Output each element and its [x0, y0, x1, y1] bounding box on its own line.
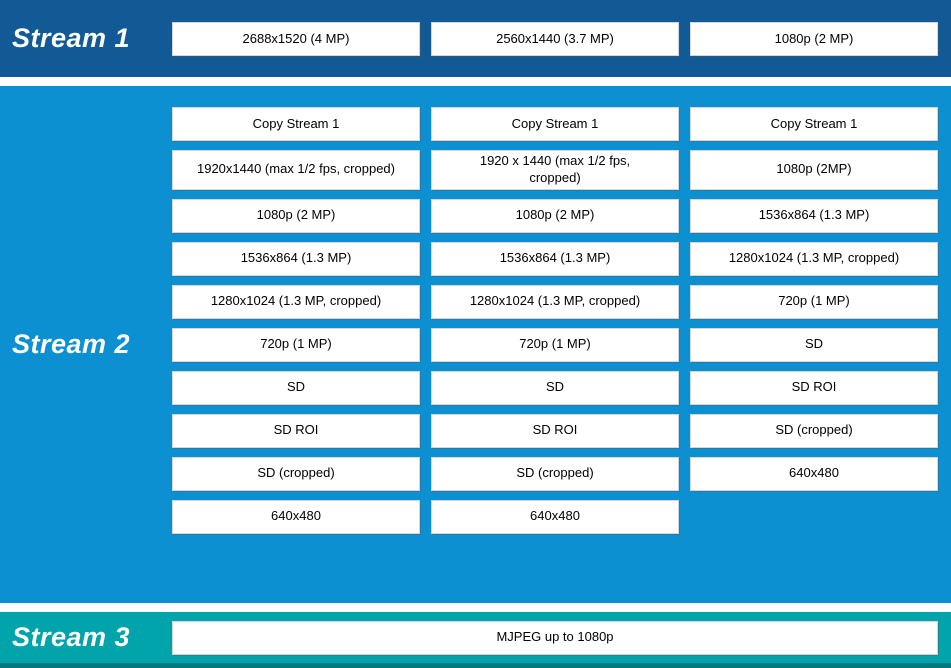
resolution-box: 1080p (2MP): [690, 150, 938, 190]
stream3-band: Stream 3 MJPEG up to 1080p: [0, 612, 951, 668]
stream2-options: Copy Stream 1 1920x1440 (max 1/2 fps, cr…: [172, 107, 938, 603]
resolution-box: SD ROI: [431, 413, 679, 448]
stream1-label: Stream 1: [12, 23, 131, 53]
resolution-box: SD (cropped): [690, 413, 938, 448]
band-separator: [0, 77, 951, 86]
resolution-box: SD: [431, 370, 679, 405]
resolution-box: Copy Stream 1: [690, 107, 938, 141]
resolution-box: 1920 x 1440 (max 1/2 fps, cropped): [431, 150, 679, 190]
stream1-options: 2688x1520 (4 MP) 2560x1440 (3.7 MP) 1080…: [172, 22, 938, 77]
resolution-box: 1536x864 (1.3 MP): [431, 241, 679, 276]
resolution-box: SD ROI: [172, 413, 420, 448]
resolution-box: 720p (1 MP): [172, 327, 420, 362]
resolution-box: 1280x1024 (1.3 MP, cropped): [690, 241, 938, 276]
resolution-box: MJPEG up to 1080p: [172, 620, 938, 655]
resolution-box: 640x480: [172, 499, 420, 534]
resolution-box: 1536x864 (1.3 MP): [172, 241, 420, 276]
band-separator: [0, 603, 951, 612]
resolution-box: SD (cropped): [431, 456, 679, 491]
stream1-band: Stream 1 2688x1520 (4 MP) 2560x1440 (3.7…: [0, 0, 951, 77]
resolution-box: 2560x1440 (3.7 MP): [431, 22, 679, 56]
stream2-label: Stream 2: [12, 329, 131, 359]
stream3-label: Stream 3: [12, 622, 131, 652]
resolution-box: SD: [690, 327, 938, 362]
resolution-box: 1280x1024 (1.3 MP, cropped): [431, 284, 679, 319]
resolution-box: 1280x1024 (1.3 MP, cropped): [172, 284, 420, 319]
resolution-box: 1920x1440 (max 1/2 fps, cropped): [172, 150, 420, 190]
resolution-box: 1080p (2 MP): [172, 198, 420, 233]
resolution-box: 1080p (2 MP): [431, 198, 679, 233]
resolution-box: 720p (1 MP): [690, 284, 938, 319]
resolution-box: 1536x864 (1.3 MP): [690, 198, 938, 233]
resolution-box: 720p (1 MP): [431, 327, 679, 362]
resolution-box: SD: [172, 370, 420, 405]
resolution-box: SD (cropped): [172, 456, 420, 491]
resolution-box: 640x480: [690, 456, 938, 491]
resolution-box: Copy Stream 1: [431, 107, 679, 141]
resolution-box: 640x480: [431, 499, 679, 534]
stream2-band: Stream 2 Copy Stream 1 1920x1440 (max 1/…: [0, 86, 951, 603]
resolution-box: Copy Stream 1: [172, 107, 420, 141]
resolution-box: 1080p (2 MP): [690, 22, 938, 56]
stream3-options: MJPEG up to 1080p: [172, 612, 938, 663]
resolution-box: SD ROI: [690, 370, 938, 405]
resolution-box: 2688x1520 (4 MP): [172, 22, 420, 56]
